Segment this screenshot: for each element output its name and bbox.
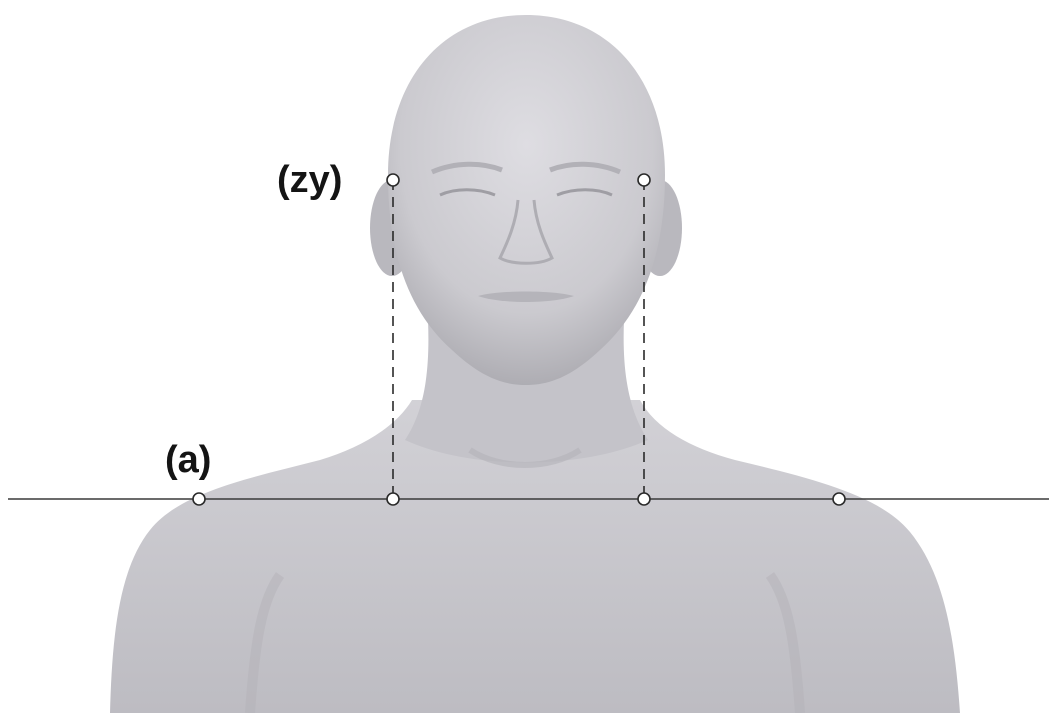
acromion-label: (a)	[165, 441, 211, 479]
acromion-right-marker	[833, 493, 845, 505]
zygion-label: (zy)	[277, 161, 342, 199]
zygion-left-marker	[387, 174, 399, 186]
projection-left-marker	[387, 493, 399, 505]
acromion-left-marker	[193, 493, 205, 505]
zygion-right-marker	[638, 174, 650, 186]
projection-right-marker	[638, 493, 650, 505]
